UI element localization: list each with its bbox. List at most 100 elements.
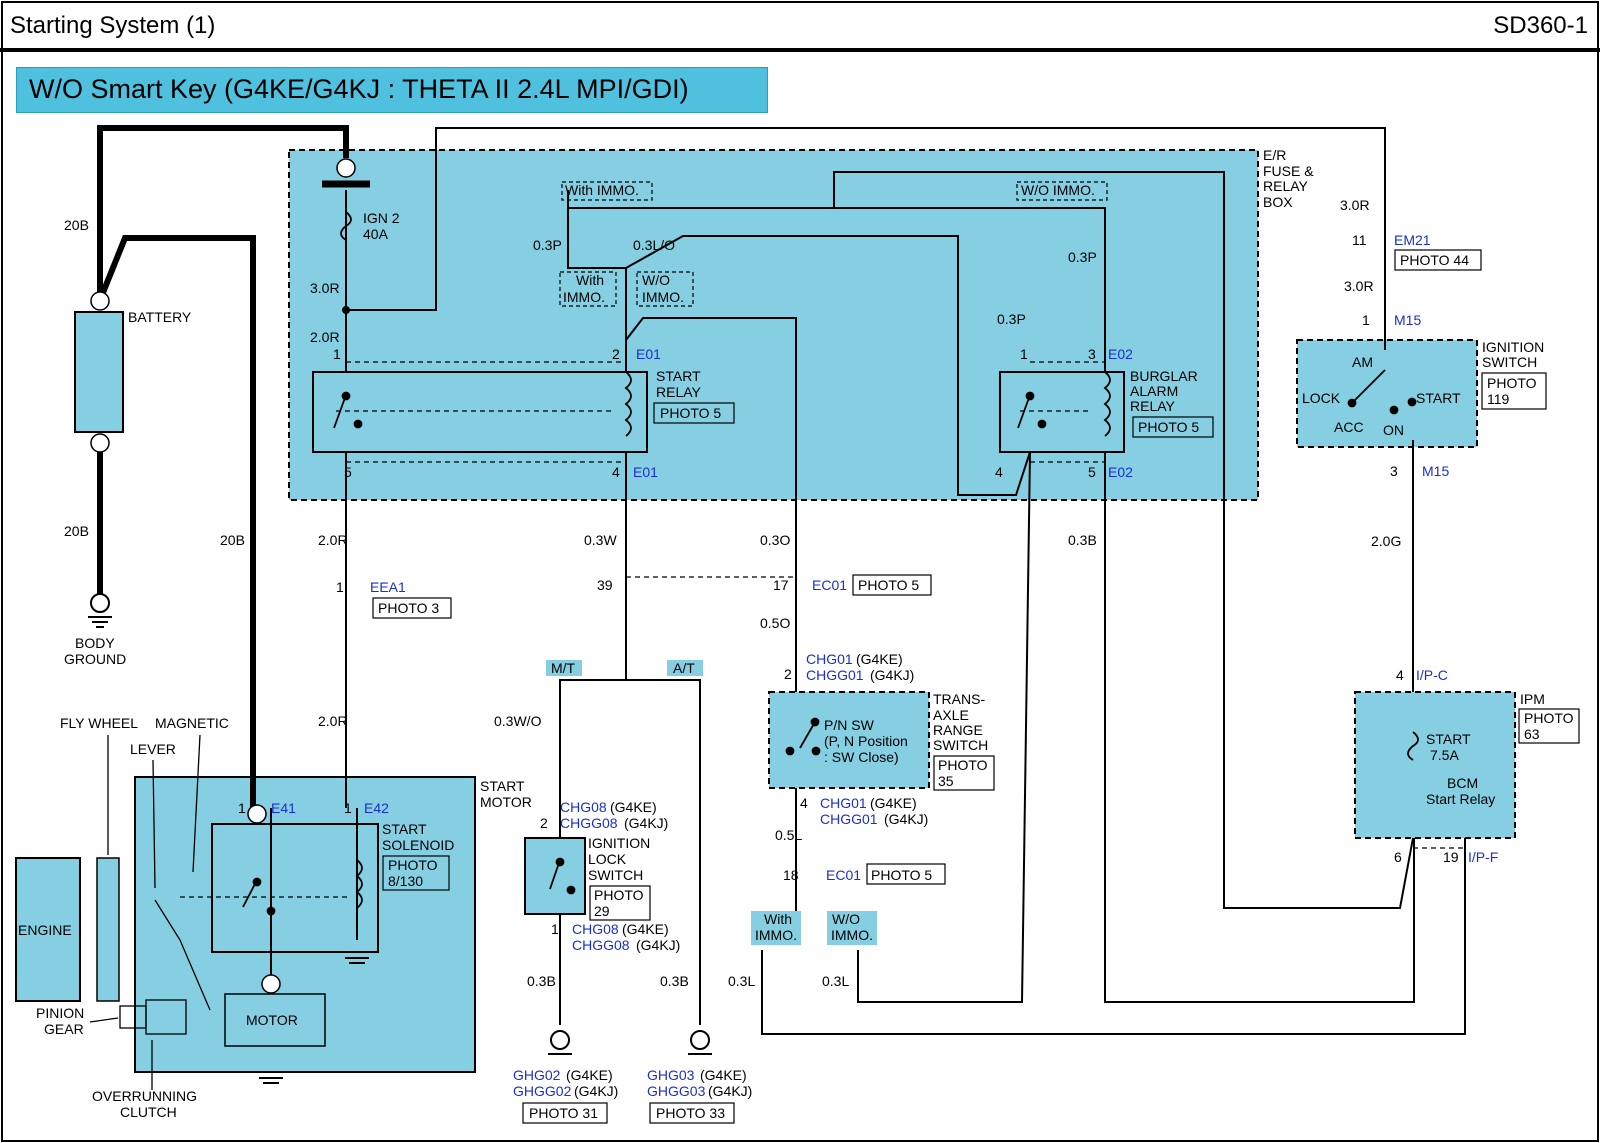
burglar-pin-1: 1: [1020, 346, 1028, 362]
e42-conn: E42: [364, 800, 389, 816]
ipf-conn: I/P-F: [1468, 849, 1498, 865]
photo-63-box: [1518, 708, 1580, 744]
ign-on: ON: [1383, 422, 1404, 438]
wire-0-3lo: 0.3L/O: [633, 237, 675, 253]
ipf-pin-19: 19: [1443, 849, 1459, 865]
pn-switch-block: [768, 691, 930, 789]
solenoid-coil: [355, 859, 363, 909]
start-relay-box: [312, 371, 648, 453]
lever-label: LEVER: [130, 741, 176, 757]
wire-0-3l-b: 0.3L: [822, 973, 849, 989]
wire-0-3b-b: 0.3B: [527, 973, 556, 989]
wo-immo-tag-b-1: W/O: [832, 911, 860, 927]
ipc-conn: I/P-C: [1416, 667, 1448, 683]
chg01-g4ke-b: (G4KE): [870, 795, 917, 811]
chgg08-g4kj-b: (G4KJ): [636, 937, 680, 953]
burglar-conn-e02-a: E02: [1108, 346, 1133, 362]
start-relay-label-1: START: [656, 368, 701, 384]
eea1-pin-1: 1: [336, 579, 344, 595]
start-motor-label-1: START: [480, 778, 525, 794]
eea1-photo: PHOTO 3: [378, 600, 439, 616]
ghg03-g4ke: (G4KE): [700, 1067, 747, 1083]
start-relay-conn-e01-b: E01: [633, 464, 658, 480]
ipm-fuse-rating: 7.5A: [1430, 747, 1459, 763]
chg08-pin-2: 2: [540, 815, 548, 831]
magnetic-label: MAGNETIC: [155, 715, 229, 731]
ghgg03-conn: GHGG03: [647, 1083, 706, 1099]
engine-block: [15, 857, 81, 1002]
start-relay-pin-4: 4: [612, 464, 620, 480]
wire-2-0g: 2.0G: [1371, 533, 1401, 549]
engine-label: ENGINE: [18, 922, 72, 938]
e41-conn: E41: [271, 800, 296, 816]
pn-sw-label-2: (P, N Position: [824, 733, 908, 749]
photo-3-box: [372, 597, 452, 619]
start-motor-label-2: MOTOR: [480, 794, 532, 810]
start-relay-conn-e01-a: E01: [636, 346, 661, 362]
wire-0-3o: 0.3O: [760, 532, 790, 548]
mt-tag-bg: [546, 660, 582, 676]
body-ground-label-1: BODY: [75, 635, 115, 651]
fuse-ign2-label: IGN 2: [363, 210, 400, 226]
m15-pin-3: 3: [1390, 463, 1398, 479]
battery-cable-motor: [97, 235, 256, 808]
e42-pin-1: 1: [344, 800, 352, 816]
header-divider: [0, 48, 1600, 52]
start-relay-photo: PHOTO 5: [660, 405, 721, 421]
ec01-pin-39: 39: [597, 577, 613, 593]
battery-cable-main: [97, 125, 349, 300]
photo-119-box: [1481, 372, 1547, 410]
chg08-g4ke-b: (G4KE): [622, 921, 669, 937]
fuse-ign2-icon: [340, 211, 352, 241]
chg08-pin-1: 1: [551, 921, 559, 937]
trans-photo-num: 35: [938, 773, 954, 789]
wire-20b-top: 20B: [64, 217, 89, 233]
chgg08-conn-b: CHGG08: [572, 937, 630, 953]
wire-0-3w: 0.3W: [584, 532, 617, 548]
splice-point: [342, 306, 350, 314]
ipm-photo: PHOTO: [1524, 710, 1574, 726]
wire-0-3p-c: 0.3P: [997, 311, 1026, 327]
burglar-relay-coil: [1103, 371, 1111, 437]
overrunning-label-2: CLUTCH: [120, 1104, 177, 1120]
ghgg02-conn: GHGG02: [513, 1083, 572, 1099]
with-immo-tag: With IMMO.: [565, 182, 639, 198]
er-box-label-2: FUSE &: [1263, 163, 1314, 179]
bcm-label-2: Start Relay: [1426, 791, 1495, 807]
wo-immo-tag-b-2: IMMO.: [831, 927, 873, 943]
chgg08-g4kj-a: (G4KJ): [624, 815, 668, 831]
battery-block: [74, 311, 124, 433]
wire-2-0r-a: 2.0R: [310, 329, 340, 345]
ignition-lock-photo-num: 29: [594, 903, 610, 919]
chg01-conn-b: CHG01: [820, 795, 867, 811]
photo-8130-box: [382, 855, 450, 891]
chgg01-conn-b: CHGG01: [820, 811, 878, 827]
ground-symbols: [88, 593, 712, 1084]
ipc-pin-4: 4: [1396, 667, 1404, 683]
burglar-photo: PHOTO 5: [1138, 419, 1199, 435]
with-immo-tag-b-2: IMMO.: [755, 927, 797, 943]
ghg03-photo: PHOTO 33: [656, 1105, 725, 1121]
wo-immo-box-2: IMMO.: [642, 289, 684, 305]
ign-acc: ACC: [1334, 419, 1364, 435]
m15-conn-b: M15: [1422, 463, 1449, 479]
photo-33-box: [649, 1102, 735, 1124]
wire-2-0r-c: 2.0R: [318, 713, 348, 729]
photo-35-box: [933, 755, 995, 791]
with-immo-tag-b-1: With: [764, 911, 792, 927]
trans-label-1: TRANS-: [933, 691, 985, 707]
with-immo-tag-b-bg: [751, 911, 801, 945]
fuse-start-icon: [1407, 731, 1419, 761]
chgg01-conn-a: CHGG01: [806, 667, 864, 683]
eea1-conn: EEA1: [370, 579, 406, 595]
switch-contacts: [242, 369, 1417, 916]
ignition-lock-photo: PHOTO: [594, 887, 644, 903]
chg01-g4ke-a: (G4KE): [856, 651, 903, 667]
ignition-switch-photo-num: 119: [1487, 391, 1510, 407]
solenoid-photo-num: 8/130: [388, 873, 423, 889]
overrunning-label-1: OVERRUNNING: [92, 1088, 197, 1104]
ipm-block: [1354, 691, 1516, 839]
m15-conn-a: M15: [1394, 312, 1421, 328]
wire-3-0r-c: 3.0R: [1344, 278, 1374, 294]
